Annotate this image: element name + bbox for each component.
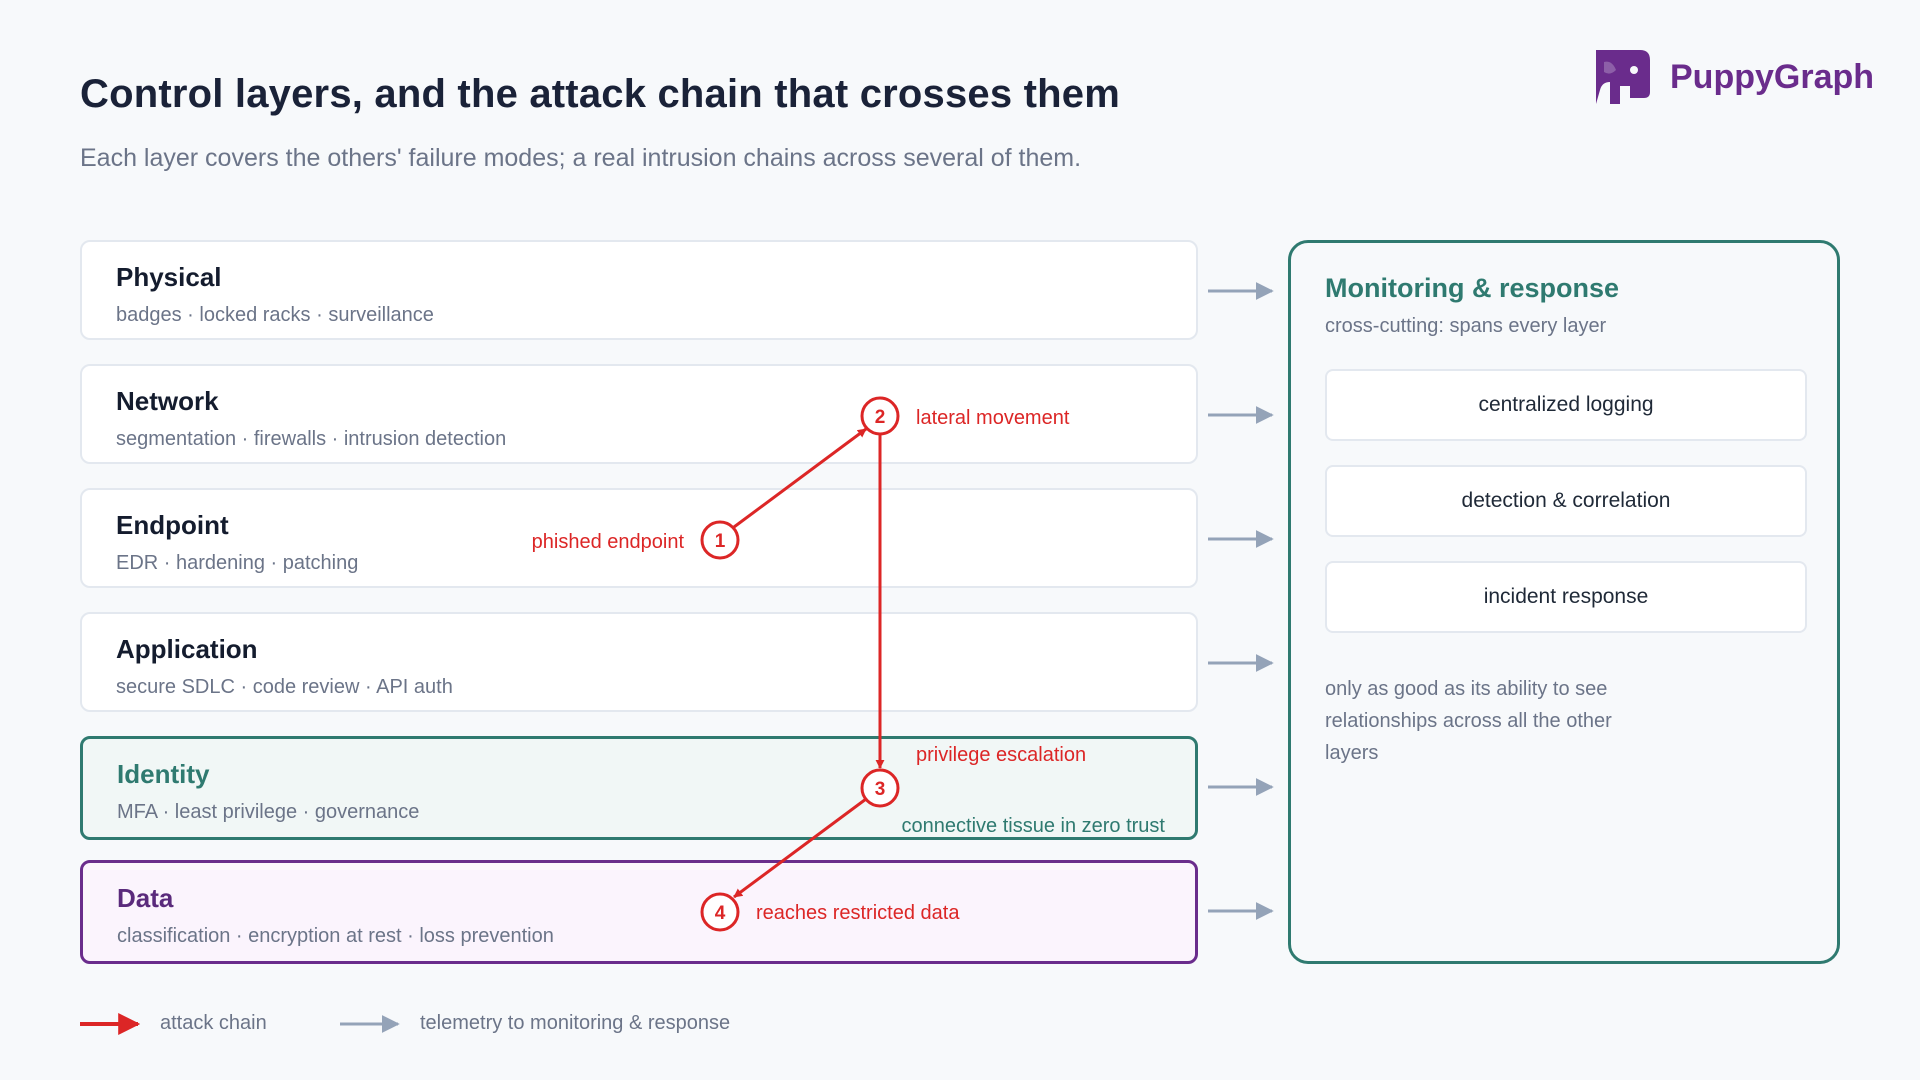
brand-name: PuppyGraph xyxy=(1670,57,1875,96)
layer-physical: Physical badges · locked racks · surveil… xyxy=(80,240,1198,340)
step-number: 4 xyxy=(715,903,726,924)
step-number: 2 xyxy=(875,407,886,428)
monitoring-note: only as good as its ability to see relat… xyxy=(1325,678,1612,764)
layer-name: Physical xyxy=(116,262,222,292)
layer-endpoint: Endpoint EDR · hardening · patching xyxy=(80,488,1198,588)
layer-name: Endpoint xyxy=(116,510,229,540)
page-title: Control layers, and the attack chain tha… xyxy=(80,72,1120,116)
monitoring-title: Monitoring & response xyxy=(1325,273,1620,303)
monitoring-box-detection: detection & correlation xyxy=(1325,465,1807,537)
step-label-phished-endpoint: phished endpoint xyxy=(532,531,685,553)
layer-network: Network segmentation · firewalls · intru… xyxy=(80,364,1198,464)
attack-chain-arrows xyxy=(733,427,885,899)
step-1-marker: 1 xyxy=(700,520,740,560)
step-number: 1 xyxy=(715,531,726,552)
step-label-restricted-data: reaches restricted data xyxy=(756,902,960,924)
layer-application: Application secure SDLC · code review · … xyxy=(80,612,1198,712)
page-subtitle: Each layer covers the others' failure mo… xyxy=(80,144,1082,172)
step-2-marker: 2 xyxy=(860,396,900,436)
monitoring-box-logging: centralized logging xyxy=(1325,369,1807,441)
brand: PuppyGraph xyxy=(1590,46,1874,108)
monitoring-subtitle: cross-cutting: spans every layer xyxy=(1325,315,1607,337)
monitoring-box-response: incident response xyxy=(1325,561,1807,633)
monitoring-panel: Monitoring & response cross-cutting: spa… xyxy=(1288,240,1840,964)
layer-items: secure SDLC · code review · API auth xyxy=(116,676,453,698)
step-4-marker: 4 xyxy=(700,892,740,932)
layer-items: segmentation · firewalls · intrusion det… xyxy=(116,428,507,450)
layer-items: classification · encryption at rest · lo… xyxy=(117,925,554,947)
step-3-marker: 3 xyxy=(860,768,900,808)
puppy-head-icon xyxy=(1596,50,1650,104)
attack-arrow-1-2 xyxy=(733,427,867,529)
legend-attack-label: attack chain xyxy=(160,1012,267,1034)
layer-name: Identity xyxy=(117,759,210,789)
layer-name: Application xyxy=(116,634,258,664)
layer-items: badges · locked racks · surveillance xyxy=(116,304,434,326)
step-label-privilege-escalation: privilege escalation xyxy=(916,744,1086,766)
identity-note: connective tissue in zero trust xyxy=(901,815,1165,837)
legend-telemetry-label: telemetry to monitoring & response xyxy=(420,1012,731,1034)
attack-arrow-3-4 xyxy=(733,797,867,899)
layer-name: Network xyxy=(116,386,219,416)
telemetry-arrows xyxy=(1208,282,1274,920)
step-label-lateral-movement: lateral movement xyxy=(916,407,1070,429)
layer-identity: Identity MFA · least privilege · governa… xyxy=(80,736,1198,840)
layer-name: Data xyxy=(117,883,174,913)
layer-items: EDR · hardening · patching xyxy=(116,552,359,574)
layer-data: Data classification · encryption at rest… xyxy=(80,860,1198,964)
step-number: 3 xyxy=(875,779,886,800)
layer-items: MFA · least privilege · governance xyxy=(117,801,420,823)
